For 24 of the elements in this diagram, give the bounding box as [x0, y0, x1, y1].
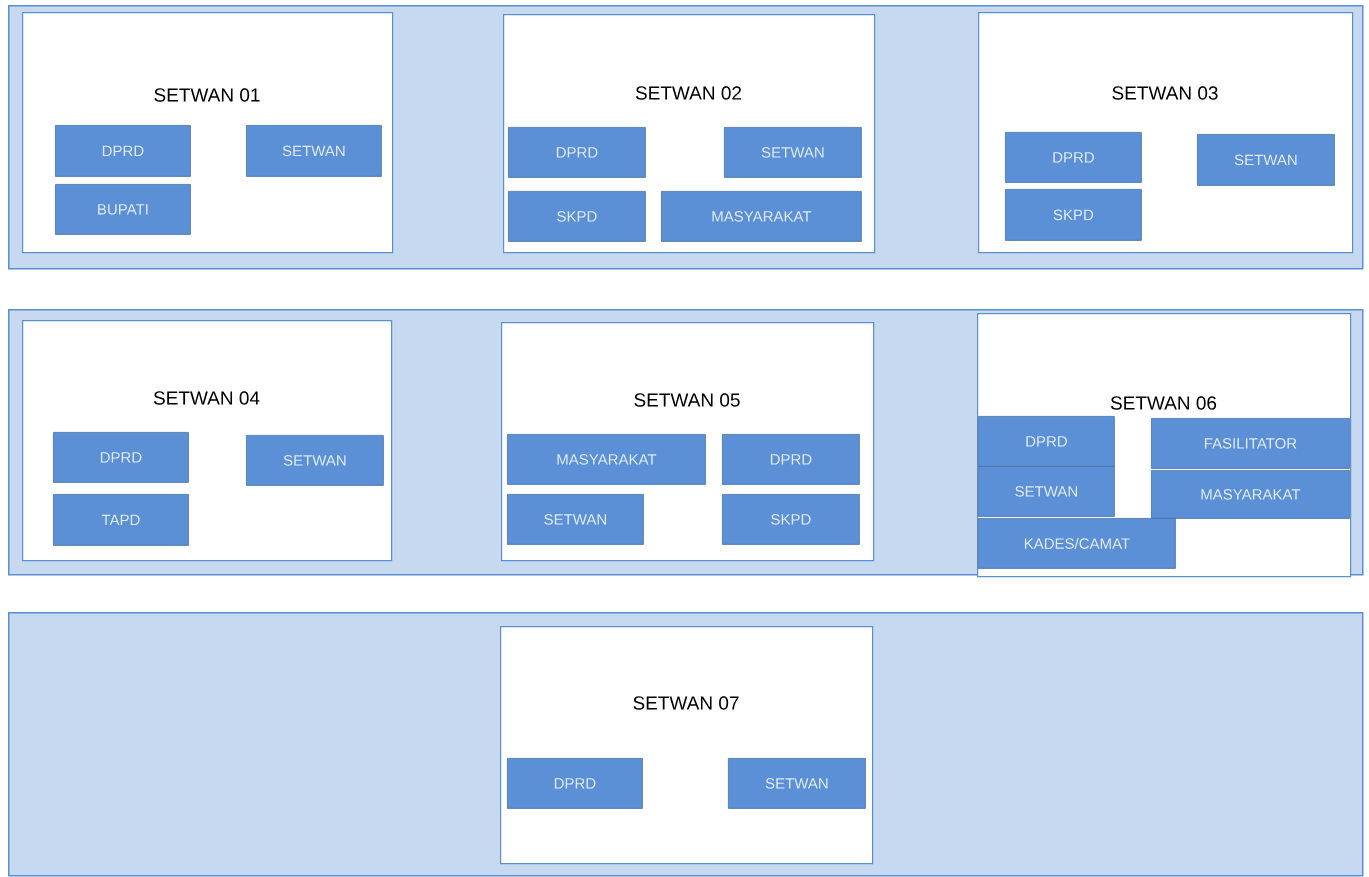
label-box: DPRD [53, 432, 189, 483]
label-box: DPRD [508, 127, 646, 178]
label-box: SETWAN [978, 466, 1115, 517]
label-box: MASYARAKAT [507, 434, 706, 485]
label-box: SETWAN [507, 494, 644, 545]
label-box: SETWAN [246, 435, 384, 486]
label-box: DPRD [722, 434, 860, 485]
label-box: BUPATI [55, 184, 191, 235]
label-box: SETWAN [728, 758, 866, 809]
label-box: SKPD [508, 191, 646, 242]
label-box: DPRD [55, 125, 191, 177]
label-box: MASYARAKAT [661, 191, 862, 242]
label-box: SETWAN [1197, 134, 1335, 186]
label-box: DPRD [978, 416, 1115, 467]
label-box: SETWAN [724, 127, 862, 178]
label-box: MASYARAKAT [1151, 470, 1350, 519]
label-box: DPRD [1005, 132, 1142, 183]
label-box: TAPD [53, 494, 189, 546]
label-box: DPRD [507, 758, 643, 809]
label-box: SKPD [722, 494, 860, 545]
label-box: SKPD [1005, 189, 1142, 241]
label-box: FASILITATOR [1151, 418, 1350, 469]
label-box: KADES/CAMAT [978, 518, 1176, 569]
label-box: SETWAN [246, 125, 382, 177]
